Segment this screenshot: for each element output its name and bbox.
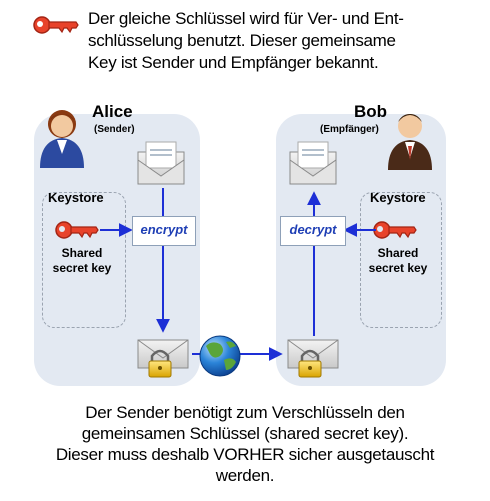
alice-shared-key-icon <box>55 221 99 239</box>
bob-shared-key-icon <box>373 221 417 239</box>
intro-line-3: Key ist Sender und Empfänger bekannt. <box>88 53 379 72</box>
intro-line-1: Der gleiche Schlüssel wird für Ver- und … <box>88 9 404 28</box>
bob-encrypted-message-icon <box>287 339 339 378</box>
outro-line-3: Dieser muss deshalb VORHER sicher ausget… <box>55 445 435 464</box>
outro-text: Der Sender benötigt zum Verschlüsseln de… <box>20 402 470 486</box>
bob-keystore <box>360 192 442 328</box>
alice-encrypted-message-icon <box>137 339 189 378</box>
bob-avatar-icon <box>388 114 432 170</box>
outro-line-4: werden. <box>215 466 275 485</box>
bob-role: (Empfänger) <box>320 124 379 135</box>
outro-line-2: gemeinsamen Schlüssel (shared secret key… <box>81 424 409 443</box>
outro-line-1: Der Sender benötigt zum Verschlüsseln de… <box>85 403 405 422</box>
bob-key-label: Shared secret key <box>368 246 428 275</box>
bob-keystore-title: Keystore <box>370 190 426 205</box>
key-icon <box>33 16 79 34</box>
encrypt-box: encrypt <box>132 216 196 246</box>
decrypt-box: decrypt <box>280 216 346 246</box>
intro-line-2: schlüsselung benutzt. Dieser gemeinsame <box>88 31 396 50</box>
alice-role: (Sender) <box>94 124 135 135</box>
bob-plain-message-icon <box>289 141 337 185</box>
alice-keystore-title: Keystore <box>48 190 104 205</box>
alice-key-label: Shared secret key <box>52 246 112 275</box>
internet-globe-icon <box>199 335 241 377</box>
flow-arrows <box>156 188 321 361</box>
alice-avatar-icon <box>40 110 84 168</box>
alice-keystore <box>42 192 126 328</box>
intro-text: Der gleiche Schlüssel wird für Ver- und … <box>88 8 484 74</box>
alice-name: Alice <box>92 102 133 121</box>
bob-name: Bob <box>354 102 388 121</box>
alice-plain-message-icon <box>137 141 185 185</box>
